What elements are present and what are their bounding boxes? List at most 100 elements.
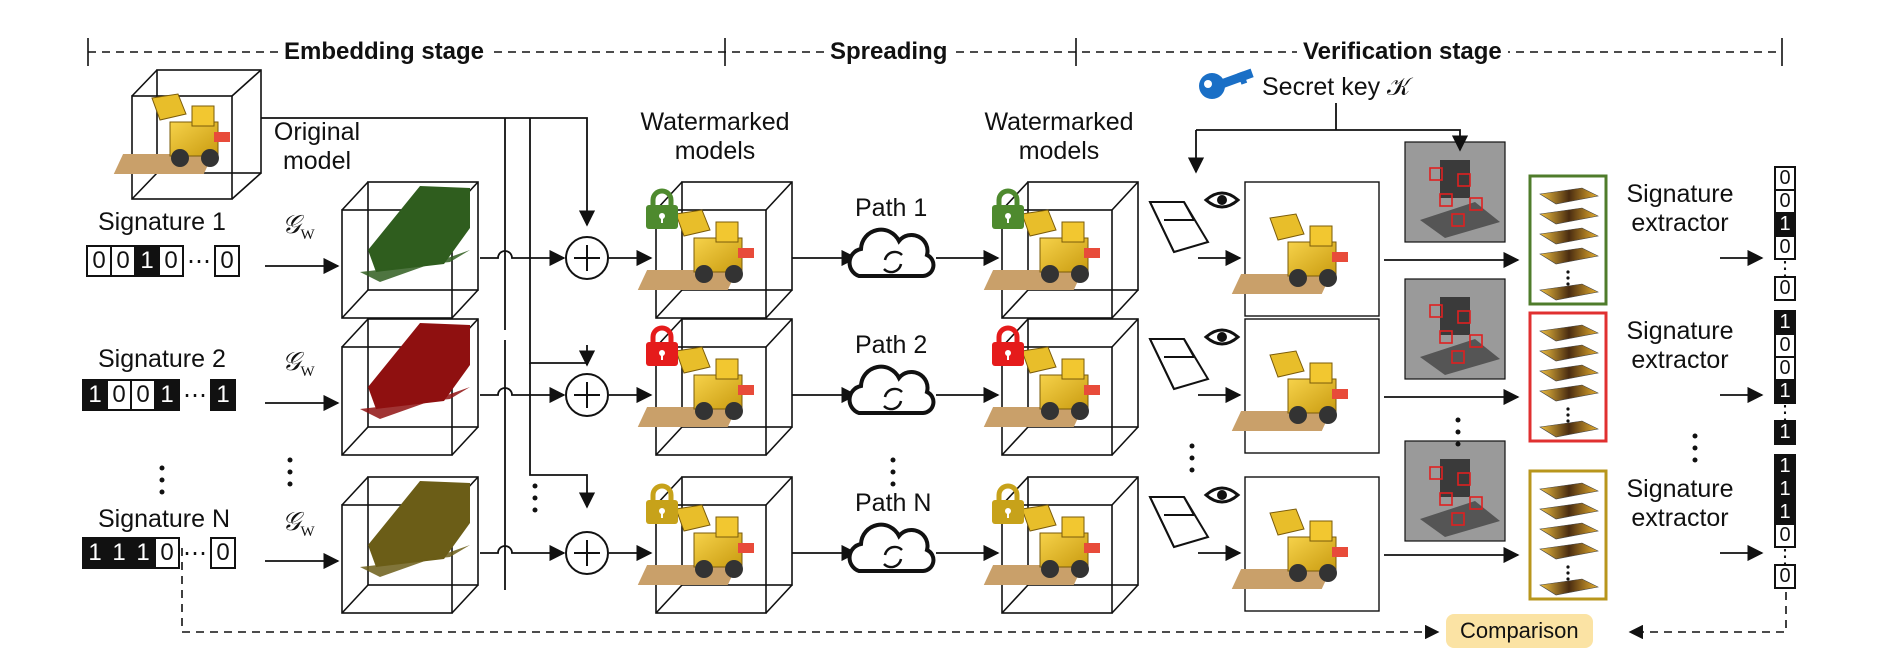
signature-bit: 1 [82, 537, 108, 569]
generator-symbol-1: 𝒢W [282, 210, 315, 244]
signature-bit: 1 [134, 245, 160, 277]
extracted-bit: 1 [1774, 310, 1796, 335]
voxel-model-1 [360, 186, 470, 282]
extracted-bit: 0 [1774, 523, 1796, 548]
extracted-bit: 0 [1774, 189, 1796, 214]
extracted-bit: 1 [1774, 477, 1796, 502]
lock-icon-verification-3 [992, 483, 1024, 524]
voxel-cube-3 [341, 476, 479, 614]
spreading-stage-title: Spreading [824, 38, 954, 66]
bits-ellipsis: ⋯ [187, 247, 211, 275]
extracted-bit: 1 [1774, 420, 1796, 445]
bits-ellipsis: ⋯ [183, 539, 207, 567]
comparison-lines [181, 548, 1787, 640]
path-label-3: Path N [855, 489, 932, 517]
generator-symbol-2: 𝒢W [282, 347, 315, 381]
verification-stage-title: Verification stage [1297, 38, 1508, 66]
extracted-bit: 1 [1774, 500, 1796, 525]
bits-ellipsis: ⋮ [1775, 402, 1795, 424]
extracted-bit: 1 [1774, 379, 1796, 404]
extracted-bit: 0 [1774, 276, 1796, 301]
cloud-sync-icon-3 [847, 522, 936, 573]
lock-icon-verification-2 [992, 325, 1024, 366]
eye-icon-1 [1203, 191, 1241, 209]
original-model-cube [131, 69, 262, 200]
signature-bit-last: 1 [210, 379, 236, 411]
bits-ellipsis: ⋮ [1775, 546, 1795, 568]
extracted-bit: 0 [1774, 166, 1796, 191]
cloud-sync-icon-1 [847, 227, 936, 278]
embedding-stage-title: Embedding stage [278, 38, 491, 66]
patch-sampling-view-3 [1404, 440, 1506, 542]
lock-icon-embedding-1 [646, 188, 678, 229]
watermarked-cube-embedding-3 [655, 476, 793, 614]
path-label-2: Path 2 [855, 331, 928, 359]
signature-bit: 0 [86, 245, 112, 277]
key-icon [1199, 68, 1254, 99]
path-label-1: Path 1 [855, 194, 928, 222]
cloud-sync-icon-2 [847, 364, 936, 415]
patch-sampling-view-2 [1404, 278, 1506, 380]
layer-stack-3 [1528, 469, 1608, 601]
extracted-bit: 0 [1774, 333, 1796, 358]
signature-bit-last: 0 [210, 537, 236, 569]
secret-key-lines [1187, 103, 1469, 174]
camera-frustum-icon-3 [1148, 496, 1210, 549]
voxel-model-2 [360, 323, 470, 419]
watermarked-cube-embedding-1 [655, 181, 793, 319]
row-ellipses [159, 417, 1698, 513]
adder-1 [565, 236, 609, 280]
signature-bit: 0 [110, 245, 136, 277]
signature-bit-last: 0 [214, 245, 240, 277]
bits-ellipsis: ⋮ [1775, 258, 1795, 280]
eye-icon-2 [1203, 328, 1241, 346]
signature-bit: 0 [130, 379, 156, 411]
signature-bit: 1 [154, 379, 180, 411]
layer-stack-1 [1528, 174, 1608, 306]
watermarked-cube-embedding-2 [655, 318, 793, 456]
lock-icon-verification-1 [992, 188, 1024, 229]
lock-icon-embedding-3 [646, 483, 678, 524]
original-model-image [113, 93, 231, 175]
lock-icon-embedding-2 [646, 325, 678, 366]
generator-symbol-3: 𝒢W [282, 507, 315, 541]
signature-bit: 1 [82, 379, 108, 411]
comparison-box: Comparison [1446, 614, 1593, 648]
signature-bit: 0 [154, 537, 180, 569]
extracted-bit: 1 [1774, 454, 1796, 479]
signature-label-1: Signature 1 [98, 208, 226, 236]
signature-bit: 0 [106, 379, 132, 411]
adder-3 [565, 531, 609, 575]
rendered-view-3 [1231, 476, 1380, 612]
rendered-view-1 [1231, 181, 1380, 317]
adder-2 [565, 373, 609, 417]
watermarked-cube-verification-2 [1001, 318, 1139, 456]
eye-icon-3 [1203, 486, 1241, 504]
rendered-view-2 [1231, 318, 1380, 454]
extracted-bit: 1 [1774, 212, 1796, 237]
voxel-to-adder-arrow-2 [480, 386, 566, 404]
voxel-to-adder-arrow-1 [480, 249, 566, 267]
original-feed-lines [261, 117, 596, 590]
signature-label-3: Signature N [98, 505, 231, 533]
camera-frustum-icon-1 [1148, 201, 1210, 254]
signature-bit: 1 [130, 537, 156, 569]
voxel-model-3 [360, 481, 470, 577]
extracted-bit: 0 [1774, 356, 1796, 381]
camera-frustum-icon-2 [1148, 338, 1210, 391]
signature-bit: 0 [158, 245, 184, 277]
secret-key-label: Secret key 𝒦 [1262, 73, 1411, 101]
